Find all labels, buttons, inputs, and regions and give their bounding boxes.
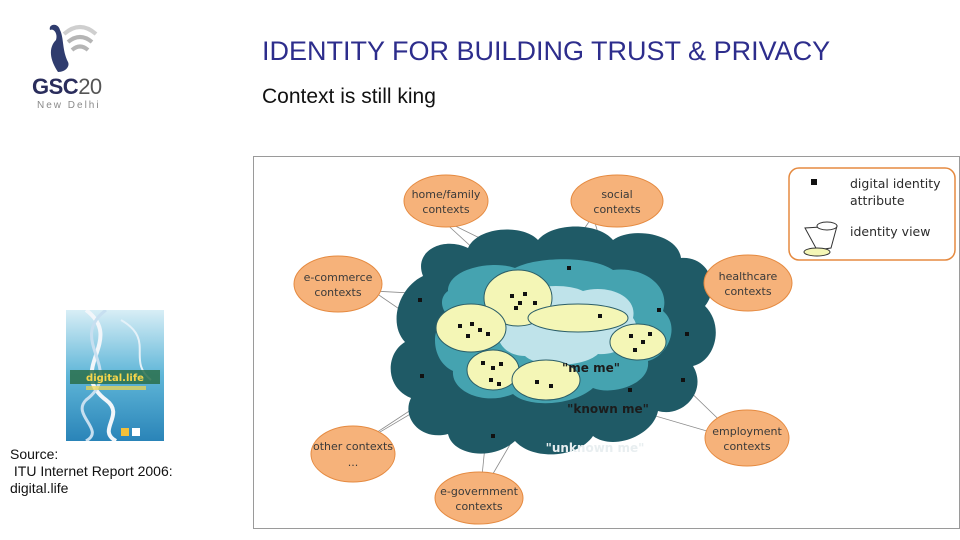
legend-view-label: identity view (850, 224, 930, 239)
context-other-label-2: ... (348, 456, 359, 469)
context-healthcare-label-2: contexts (724, 285, 771, 298)
context-healthcare (703, 254, 793, 312)
diagram-legend: digital identity attribute identity view (788, 167, 956, 261)
context-home-family-label-2: contexts (422, 203, 469, 216)
identity-context-diagram: "me me" "known me" "unknown me" home/fam… (253, 156, 960, 529)
context-social-label-2: contexts (593, 203, 640, 216)
identity-view-2 (435, 303, 507, 353)
context-employment-label-2: contexts (723, 440, 770, 453)
report-cover-title: digital.life (86, 373, 144, 384)
legend-view-icon (803, 221, 838, 257)
identity-views (435, 269, 667, 401)
context-bubbles (293, 174, 793, 525)
context-egovernment-label-1: e-government (440, 485, 518, 498)
context-ecommerce-label-1: e-commerce (304, 271, 373, 284)
source-report: ITU Internet Report 2006: (10, 463, 173, 479)
context-home-family-label-1: home/family (412, 188, 481, 201)
source-title: digital.life (10, 480, 69, 496)
source-label: Source: (10, 446, 59, 462)
context-other-label-1: other contexts (313, 440, 393, 453)
context-ecommerce (293, 255, 383, 313)
peacock-wifi-icon (49, 24, 98, 73)
gsc20-logo: GSC20 New Delhi (28, 20, 118, 112)
identity-view-3 (527, 303, 629, 333)
context-other (310, 425, 396, 483)
context-ecommerce-label-2: contexts (314, 286, 361, 299)
context-healthcare-label-1: healthcare (719, 270, 778, 283)
context-employment-label-1: employment (712, 425, 782, 438)
me-me-label: "me me" (562, 361, 620, 375)
logo-wordmark: GSC20 (32, 74, 102, 100)
page-title: IDENTITY FOR BUILDING TRUST & PRIVACY (262, 36, 831, 66)
legend-attribute-label-2: attribute (850, 193, 905, 208)
unknown-me-label: "unknown me" (546, 441, 645, 455)
source-citation: Source: ITU Internet Report 2006: digita… (10, 446, 240, 497)
context-egovernment-label-2: contexts (455, 500, 502, 513)
logo-city: New Delhi (37, 100, 101, 111)
context-social (570, 174, 664, 228)
known-me-label: "known me" (567, 402, 649, 416)
context-home-family (403, 174, 489, 228)
logo-brand: GSC (32, 74, 79, 99)
legend-attribute-swatch (811, 179, 817, 185)
identity-view-6 (609, 323, 667, 361)
logo-brand-number: 20 (78, 74, 102, 99)
legend-attribute-label-1: digital identity (850, 176, 941, 191)
context-employment (704, 409, 790, 467)
identity-view-5 (511, 359, 581, 401)
page-subtitle: Context is still king (262, 85, 436, 108)
identity-attributes (418, 266, 689, 438)
context-egovernment (434, 471, 524, 525)
report-cover-image: digital.life (66, 310, 164, 441)
context-social-label-1: social (601, 188, 632, 201)
